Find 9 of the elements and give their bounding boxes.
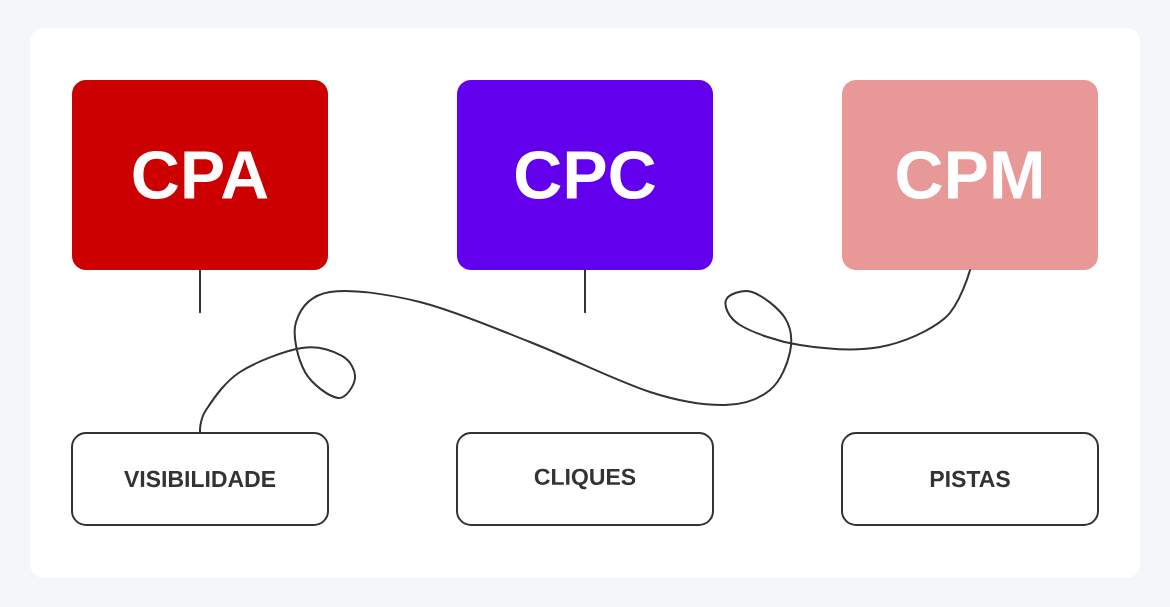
label-box: PISTAS bbox=[841, 432, 1099, 526]
acronym-box: CPC bbox=[457, 80, 713, 270]
label-box: CLIQUES bbox=[456, 432, 714, 526]
label-box: VISIBILIDADE bbox=[71, 432, 329, 526]
acronym-box: CPA bbox=[72, 80, 328, 270]
stub-line bbox=[199, 269, 201, 314]
acronym-box: CPM bbox=[842, 80, 1098, 270]
curly-line bbox=[199, 269, 971, 433]
stub-line bbox=[584, 269, 586, 314]
